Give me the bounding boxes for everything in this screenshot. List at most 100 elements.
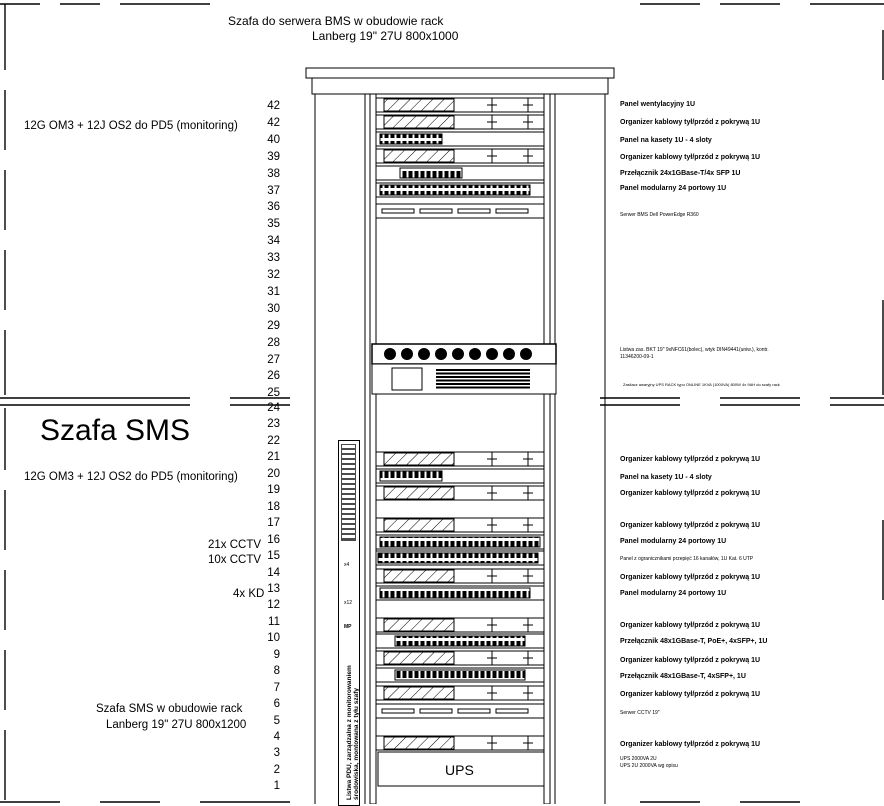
pdu-small-1: x4 — [344, 562, 350, 568]
pdu-small-2: x12 — [344, 600, 353, 606]
pdu-vertical-label: Listwa PDU, zarządzalna z monitorowaniem… — [346, 665, 360, 800]
kd-4-label: 4x KD — [233, 588, 265, 600]
unit-number: 18 — [267, 500, 280, 513]
unit-number: 9 — [273, 648, 280, 661]
patch-panel-24-u16-ports — [379, 536, 541, 548]
ups-box-label: UPS — [445, 762, 474, 778]
power-socket — [503, 348, 515, 360]
label-b16: Panel modularny 24 portowy 1U — [620, 538, 727, 545]
unit-number: 10 — [267, 632, 280, 645]
cassette-panel-u20-ports — [379, 470, 443, 482]
unit-number: 36 — [267, 201, 280, 214]
unit-number: 35 — [267, 218, 280, 231]
label-b6: Serwer CCTV 19" — [620, 710, 660, 716]
surge-panel-u15-ports — [377, 552, 539, 564]
unit-number: 23 — [267, 418, 280, 431]
unit-number: 15 — [267, 550, 280, 563]
unit-number: 7 — [273, 681, 280, 694]
unit-number: 12 — [267, 599, 280, 612]
cable-organizer-u7-hatch — [383, 686, 455, 700]
power-socket — [452, 348, 464, 360]
unit-number: 39 — [267, 150, 280, 163]
power-socket — [401, 348, 413, 360]
unit-number: 38 — [267, 167, 280, 180]
label-b21: Organizer kablowy tył/przód z pokrywą 1U — [620, 456, 761, 463]
unit-number: 14 — [267, 566, 280, 579]
unit-number: 13 — [267, 582, 280, 595]
unit-number: 42 — [267, 116, 280, 129]
unit-number: 22 — [267, 434, 280, 447]
power-socket — [520, 348, 532, 360]
unit-number: 11 — [268, 615, 280, 628]
server-bms-u36-slot — [381, 208, 415, 214]
unit-number: 28 — [267, 336, 280, 349]
switch-48-u8-ports — [394, 669, 526, 681]
unit-number: 25 — [267, 387, 280, 400]
unit-number: 1 — [273, 780, 280, 793]
top-cabinet-title-2: Lanberg 19" 27U 800x1000 — [312, 29, 459, 43]
unit-number: 42 — [267, 100, 280, 112]
label-u40: Panel na kasety 1U - 4 sloty — [620, 137, 712, 144]
label-b3b: UPS 2U 2000VA wg opisu — [620, 763, 678, 769]
label-b10: Przełącznik 48x1GBase-T, PoE+, 4xSFP+, 1… — [620, 638, 768, 645]
label-b20: Panel na kasety 1U - 4 sloty — [620, 474, 712, 481]
server-cctv-u6-slot — [419, 708, 453, 714]
label-b4: Organizer kablowy tył/przód z pokrywą 1U — [620, 741, 761, 748]
patch-panel-24-u13-ports — [379, 587, 531, 599]
unit-number: 30 — [267, 302, 280, 315]
label-u38: Przełącznik 24x1GBase-T/4x SFP 1U — [620, 170, 741, 177]
label-u25: Zasilacz awaryjny UPS RACK typu ONLINE 1… — [623, 382, 780, 387]
unit-number: 3 — [273, 747, 280, 760]
ups-display — [391, 367, 423, 391]
server-cctv-u6-slot — [381, 708, 415, 714]
label-b17: Organizer kablowy tył/przód z pokrywą 1U — [620, 522, 761, 529]
server-bms-u36 — [375, 203, 545, 219]
power-socket — [384, 348, 396, 360]
label-u41: Organizer kablowy tył/przód z pokrywą 1U — [620, 119, 761, 126]
label-b9: Organizer kablowy tył/przód z pokrywą 1U — [620, 657, 761, 664]
top-cabinet-title-1: Szafa do serwera BMS w obudowie rack — [228, 14, 444, 28]
bottom-cabinet-title-1: Szafa SMS w obudowie rack — [96, 703, 243, 715]
label-b14: Organizer kablowy tył/przód z pokrywą 1U — [620, 574, 761, 581]
unit-number: 33 — [267, 252, 280, 265]
power-socket — [418, 348, 430, 360]
unit-number: 40 — [267, 133, 280, 146]
label-u36: Serwer BMS Dell PowerEdge R360 — [620, 212, 699, 218]
unit-number: 29 — [267, 319, 280, 332]
power-socket — [469, 348, 481, 360]
unit-number: 20 — [267, 467, 280, 480]
cable-organizer-u21-hatch — [383, 452, 455, 466]
unit-number: 8 — [273, 665, 280, 678]
label-u27a: Listwa zas. BKT 19" 9xNFC61(bolec), wtyk… — [620, 347, 769, 353]
cable-organizer-u39-hatch — [383, 149, 455, 163]
unit-number: 24 — [267, 402, 280, 414]
cable-organizer-u4-hatch — [383, 736, 455, 750]
unit-number: 2 — [273, 763, 280, 776]
bottom-cabinet-title-2: Lanberg 19" 27U 800x1200 — [106, 719, 247, 731]
unit-number: 27 — [267, 353, 280, 366]
unit-number: 37 — [267, 184, 280, 197]
cable-organizer-u14-hatch — [383, 569, 455, 583]
label-u42: Panel wentylacyjny 1U — [620, 101, 696, 108]
server-cctv-u6-slot — [457, 708, 491, 714]
unit-number: 26 — [267, 370, 280, 383]
bottom-fiber-note: 12G OM3 + 12J OS2 do PD5 (monitoring) — [24, 471, 238, 483]
top-fiber-note: 12G OM3 + 12J OS2 do PD5 (monitoring) — [24, 120, 238, 132]
label-b15: Panel z ogranicznikami przepięć 16 kanał… — [620, 556, 754, 562]
label-b19: Organizer kablowy tył/przód z pokrywą 1U — [620, 490, 761, 497]
label-u39: Organizer kablowy tył/przód z pokrywą 1U — [620, 154, 761, 161]
unit-number: 17 — [267, 517, 280, 530]
pdu-top-block — [341, 444, 356, 541]
unit-number: 31 — [267, 285, 280, 298]
unit-number: 34 — [267, 235, 280, 248]
label-b8: Przełącznik 48x1GBase-T, 4xSFP+, 1U — [620, 673, 746, 680]
cable-organizer-u17-hatch — [383, 518, 455, 532]
unit-number: 19 — [267, 484, 280, 497]
label-b7: Organizer kablowy tył/przód z pokrywą 1U — [620, 691, 761, 698]
server-cctv-u6 — [375, 703, 545, 719]
cable-organizer-u41-hatch — [383, 115, 455, 129]
patch-panel-24-u37-ports — [379, 184, 531, 196]
unit-number: 5 — [273, 714, 280, 727]
